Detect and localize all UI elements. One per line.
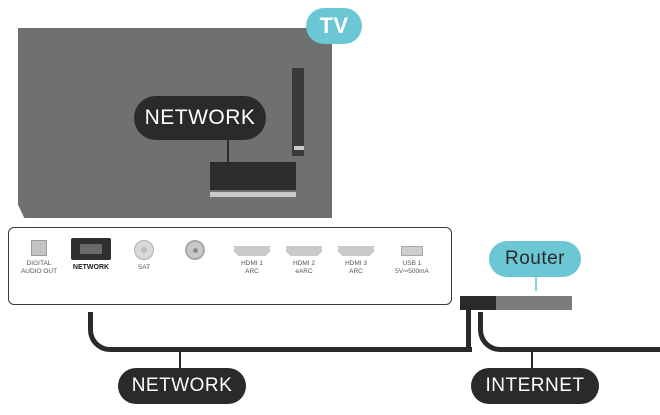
port-network: NETWORK <box>65 238 117 272</box>
network-cable-label: NETWORK <box>118 368 246 404</box>
connection-panel: DIGITAL AUDIO OUT NETWORK SAT HDMI 1 ARC… <box>8 227 452 305</box>
port-hdmi-3: HDMI 3 ARC <box>335 246 377 275</box>
port-label: SAT <box>137 264 151 271</box>
router-body <box>496 296 572 310</box>
network-cable <box>88 312 472 352</box>
port-antenna <box>177 240 213 264</box>
port-label: NETWORK <box>72 264 110 271</box>
tv-side-slot <box>292 68 304 156</box>
network-cable-callout-stem <box>179 352 181 368</box>
hdmi-port-icon <box>234 246 270 256</box>
tv-network-port-area <box>210 162 296 190</box>
usb-port-icon <box>401 246 423 256</box>
port-usb-1: USB 1 5V⎓500mA <box>389 246 435 275</box>
optical-port-icon <box>31 240 47 256</box>
tv-port-area-accent <box>210 192 296 197</box>
tv-side-slot-accent <box>294 146 304 150</box>
port-hdmi-1: HDMI 1 ARC <box>231 246 273 275</box>
port-sat: SAT <box>127 240 161 272</box>
hdmi-port-icon <box>338 246 374 256</box>
tv-label: TV <box>306 8 362 44</box>
internet-cable-callout-stem <box>531 352 533 368</box>
port-label: HDMI 2 eARC <box>292 260 316 275</box>
network-port-callout: NETWORK <box>134 96 266 140</box>
port-label: HDMI 1 ARC <box>240 260 264 275</box>
hdmi-port-icon <box>286 246 322 256</box>
port-label: HDMI 3 ARC <box>344 260 368 275</box>
router-label: Router <box>489 241 581 277</box>
internet-cable-label: INTERNET <box>471 368 599 404</box>
network-callout-stem <box>227 140 229 164</box>
port-label: DIGITAL AUDIO OUT <box>20 260 58 275</box>
ethernet-port-icon <box>71 238 111 260</box>
router-callout-stem <box>535 277 537 291</box>
port-hdmi-2: HDMI 2 eARC <box>283 246 325 275</box>
satellite-port-icon <box>134 240 154 260</box>
internet-cable <box>478 312 660 352</box>
port-label: USB 1 5V⎓500mA <box>395 260 429 275</box>
port-digital-audio-out: DIGITAL AUDIO OUT <box>17 240 61 275</box>
antenna-port-icon <box>185 240 205 260</box>
network-cable-riser <box>466 304 471 350</box>
